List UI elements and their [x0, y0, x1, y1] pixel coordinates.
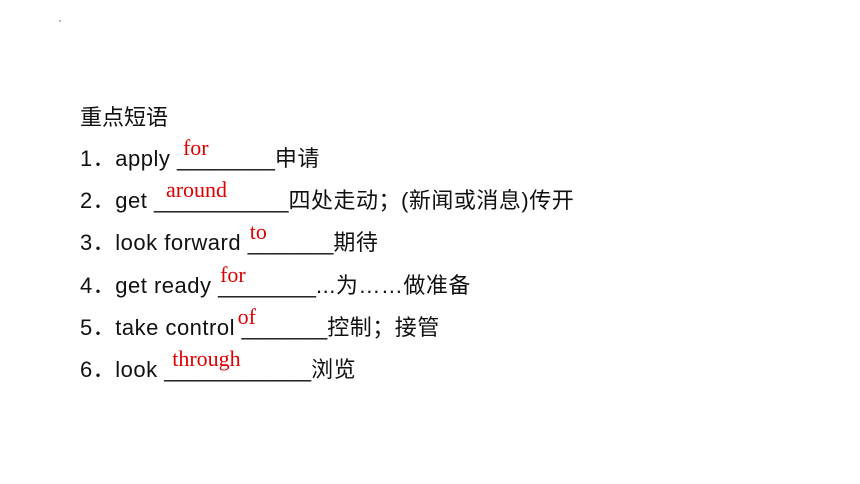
meaning-text: 浏览 [311, 357, 357, 382]
phrase-text: get [115, 188, 154, 213]
item-number: 5． [80, 315, 116, 340]
meaning-text: ...为……做准备 [315, 273, 471, 298]
blank-underline: _______ [241, 315, 328, 340]
blank-field: ___________around [153, 178, 289, 216]
phrase-text: take control [115, 315, 242, 340]
blank-field: ________for [176, 136, 275, 174]
blank-underline: ____________ [164, 357, 312, 382]
blank-field: ____________through [164, 347, 312, 385]
phrase-text: apply [115, 146, 177, 171]
answer-text: through [172, 346, 241, 371]
item-number: 2． [80, 188, 116, 213]
blank-underline: _______ [247, 230, 334, 255]
item-number: 6． [80, 357, 116, 382]
blank-field: ________for [218, 263, 316, 301]
meaning-text: 控制；接管 [327, 315, 440, 340]
meaning-text: 四处走动；(新闻或消息)传开 [288, 188, 575, 213]
section-heading: 重点短语 [80, 105, 169, 130]
answer-text: of [237, 304, 256, 329]
phrase-text: look forward [115, 230, 248, 255]
blank-underline: ________ [218, 273, 316, 298]
phrase-item-4: 4．get ready ________for...为……做准备 [80, 263, 471, 301]
item-number: 4． [80, 273, 116, 298]
corner-dot-decoration [59, 20, 61, 22]
phrase-text: get ready [115, 273, 219, 298]
item-number: 1． [80, 146, 116, 171]
blank-field: _______to [247, 220, 334, 258]
blank-field: _______of [238, 305, 328, 343]
answer-text: to [249, 219, 267, 244]
blank-underline: ___________ [153, 188, 289, 213]
meaning-text: 期待 [333, 230, 379, 255]
meaning-text: 申请 [274, 146, 320, 171]
item-number: 3． [80, 230, 116, 255]
answer-text: around [165, 177, 228, 202]
answer-text: for [220, 262, 246, 287]
phrase-text: look [115, 357, 165, 382]
blank-underline: ________ [176, 146, 275, 171]
answer-text: for [182, 135, 209, 160]
